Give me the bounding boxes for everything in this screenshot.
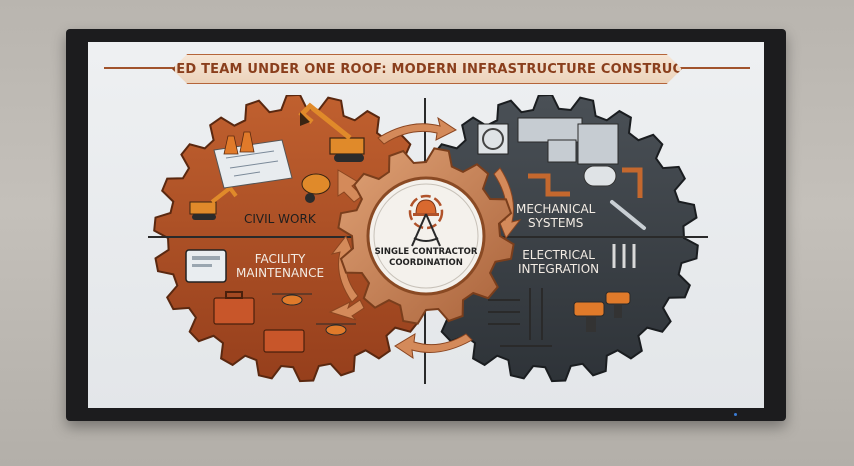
arrow-top bbox=[377, 116, 457, 145]
mechanical-systems-label: MECHANICAL SYSTEMS bbox=[516, 202, 595, 230]
drone-icon bbox=[272, 293, 356, 336]
center-line-1: SINGLE CONTRACTOR bbox=[374, 247, 478, 257]
diagram-title: UNIFIED TEAM UNDER ONE ROOF: MODERN INFR… bbox=[135, 61, 719, 77]
ductwork-icon bbox=[517, 117, 619, 165]
banner-rule-right bbox=[676, 67, 750, 69]
traffic-cone-icon bbox=[223, 131, 255, 155]
compass-icon bbox=[411, 213, 441, 247]
excavator-icon bbox=[189, 185, 238, 220]
power-led bbox=[734, 413, 737, 416]
center-label: SINGLE CONTRACTOR COORDINATION bbox=[368, 247, 484, 269]
left-gear-top bbox=[153, 95, 425, 237]
tablet-icon bbox=[185, 249, 227, 283]
facility-maintenance-label: FACILITY MAINTENANCE bbox=[236, 252, 324, 280]
banner-rule-left bbox=[104, 67, 176, 69]
electrical-integration-label: ELECTRICAL INTEGRATION bbox=[518, 248, 599, 276]
electrical-line-2: INTEGRATION bbox=[518, 262, 600, 276]
center-disc bbox=[366, 176, 486, 296]
excavator-icon bbox=[298, 102, 365, 162]
toolbox-icon bbox=[213, 291, 305, 353]
facility-line-2: MAINTENANCE bbox=[236, 266, 325, 280]
facility-line-1: FACILITY bbox=[254, 252, 306, 266]
hvac-unit-icon bbox=[477, 123, 509, 155]
center-line-2: COORDINATION bbox=[389, 258, 463, 268]
drill-icon bbox=[573, 291, 631, 332]
left-gear bbox=[153, 95, 425, 383]
power-cable-icon bbox=[612, 244, 636, 268]
arrow-bl-in bbox=[328, 299, 365, 321]
pipe-icon bbox=[528, 167, 643, 198]
cement-mixer-icon bbox=[301, 173, 331, 203]
civil-work-label: CIVIL WORK bbox=[244, 212, 316, 226]
title-banner: UNIFIED TEAM UNDER ONE ROOF: MODERN INFR… bbox=[172, 54, 682, 84]
power-cable-icon bbox=[488, 288, 552, 347]
electrical-line-1: ELECTRICAL bbox=[522, 248, 595, 262]
mechanical-line-1: MECHANICAL bbox=[516, 202, 596, 216]
wrench-icon bbox=[610, 200, 646, 230]
arrow-bottom bbox=[394, 333, 473, 360]
pipe-icon bbox=[583, 165, 617, 187]
mechanical-line-2: SYSTEMS bbox=[527, 216, 584, 230]
